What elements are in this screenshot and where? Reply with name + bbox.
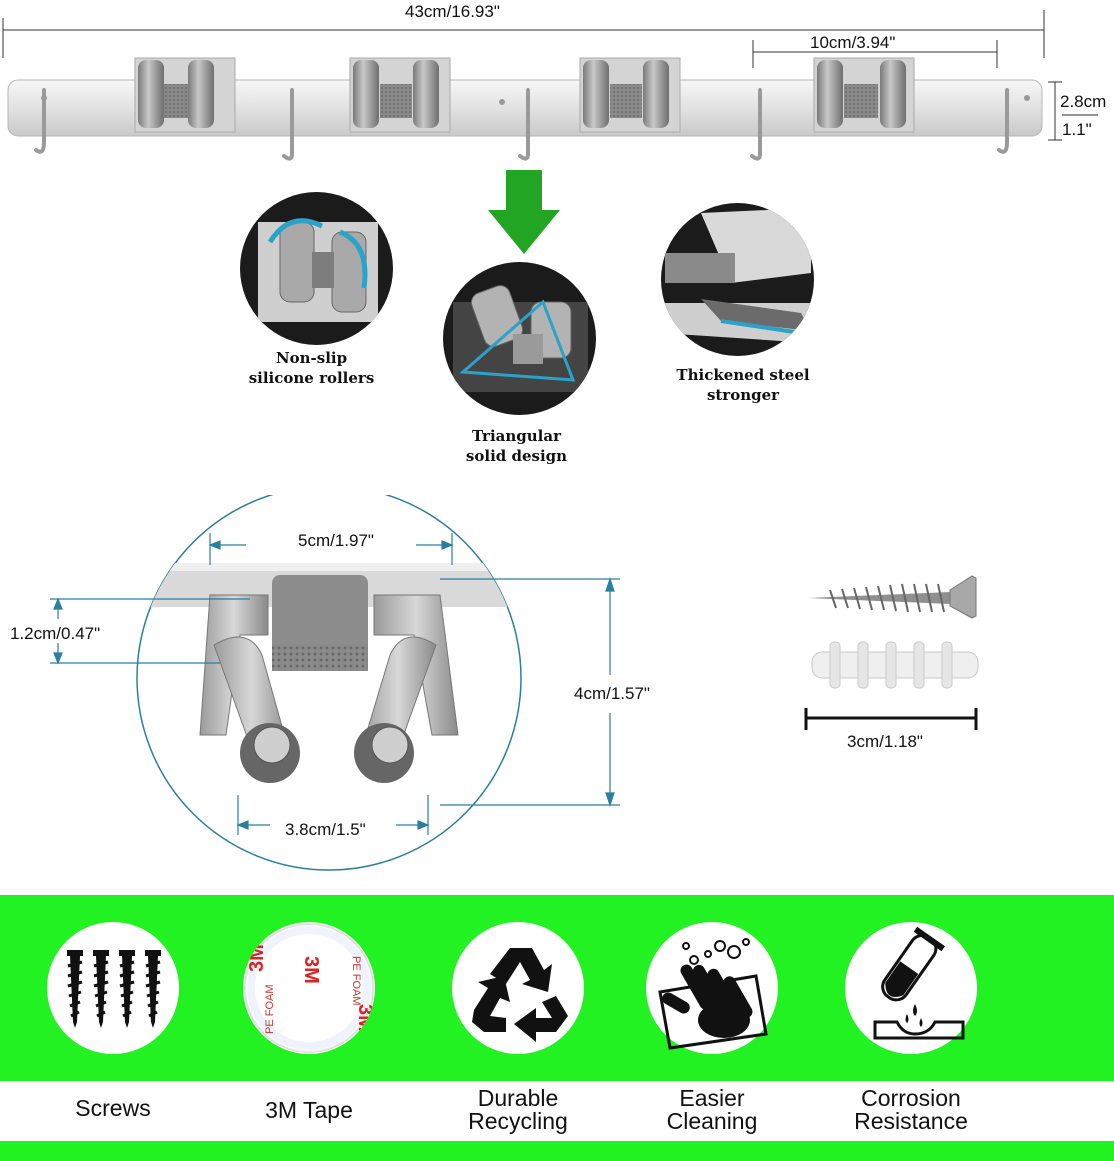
mop-rack-illustration — [7, 57, 1043, 161]
rack-section: 43cm/16.93" 10cm/3.94" 2.8cm 1.1" — [0, 0, 1114, 170]
feature-triangular-line2: solid design — [465, 447, 568, 465]
badge-labels-band — [0, 1081, 1114, 1141]
tape-roll-icon: 3M PE FOAM 3M PE FOAM 3M — [244, 923, 375, 1053]
screw-anchor-illustration — [804, 575, 979, 730]
down-arrow-icon — [488, 170, 560, 254]
clip-bottom-width-label: 3.8cm/1.5" — [285, 820, 366, 839]
tape-material-right: PE FOAM — [350, 956, 362, 1006]
feature-label-steel: Thickened steel stronger — [658, 365, 828, 405]
badge-corrosion-line1: Corrosion — [861, 1085, 961, 1111]
thickened-steel-icon — [661, 208, 811, 343]
rollers-icon — [258, 218, 378, 322]
feature-rollers-line2: silicone rollers — [248, 369, 375, 387]
badge-corrosion — [845, 922, 977, 1054]
clip-gap-label: 1.2cm/0.47" — [10, 624, 101, 643]
badge-label-recycle: Durable Recycling — [428, 1087, 608, 1133]
badge-cleaning-line2: Cleaning — [666, 1108, 758, 1134]
badge-cleaning-line1: Easier — [679, 1085, 745, 1111]
badge-tape: 3M PE FOAM 3M PE FOAM 3M — [243, 922, 375, 1054]
feature-image-triangular — [443, 262, 596, 415]
feature-rollers-line1: Non-slip — [275, 349, 348, 367]
feature-image-rollers — [240, 192, 393, 345]
hand-washing-icon — [658, 938, 768, 1050]
feature-triangular-line1: Triangular — [471, 427, 561, 445]
height-in-label: 1.1" — [1062, 120, 1092, 139]
clip-detail-diagram — [50, 495, 620, 871]
badge-recycle-line1: Durable — [477, 1085, 559, 1111]
feature-steel-line2: stronger — [706, 386, 780, 404]
recycle-icon — [472, 948, 568, 1042]
badge-screws — [47, 922, 179, 1054]
clip-spacing-label: 10cm/3.94" — [810, 33, 896, 52]
tape-brand-top: 3M — [300, 956, 322, 984]
badge-label-screws: Screws — [23, 1097, 203, 1120]
clip-top-width-label: 5cm/1.97" — [298, 531, 374, 550]
rack-dimension-lines — [2, 10, 1098, 141]
badge-screws-line1: Screws — [75, 1095, 151, 1121]
corrosion-test-tube-icon — [873, 926, 965, 1040]
badge-cleaning — [646, 922, 778, 1054]
feature-image-steel — [661, 203, 814, 356]
feature-label-triangular: Triangular solid design — [440, 426, 593, 466]
badge-recycle-line2: Recycling — [468, 1108, 568, 1134]
triangular-design-icon — [453, 285, 588, 392]
screw-length-label: 3cm/1.18" — [847, 732, 923, 751]
feature-steel-line1: Thickened steel — [676, 366, 810, 384]
badge-recycle — [452, 922, 584, 1054]
screw-icon — [808, 575, 977, 619]
badge-label-corrosion: Corrosion Resistance — [821, 1087, 1001, 1133]
badge-corrosion-line2: Resistance — [854, 1108, 968, 1134]
clip-height-label: 4cm/1.57" — [574, 684, 650, 703]
badge-label-tape: 3M Tape — [219, 1099, 399, 1122]
badge-label-cleaning: Easier Cleaning — [622, 1087, 802, 1133]
tape-material-left: PE FOAM — [264, 984, 276, 1034]
total-length-label: 43cm/16.93" — [405, 2, 500, 21]
height-cm-label: 2.8cm — [1060, 92, 1107, 111]
badge-tape-line1: 3M Tape — [265, 1097, 353, 1123]
screws-icon — [67, 950, 161, 1028]
bottom-strip — [0, 1141, 1114, 1161]
wall-anchor-icon — [811, 641, 979, 689]
feature-label-rollers: Non-slip silicone rollers — [230, 348, 393, 388]
